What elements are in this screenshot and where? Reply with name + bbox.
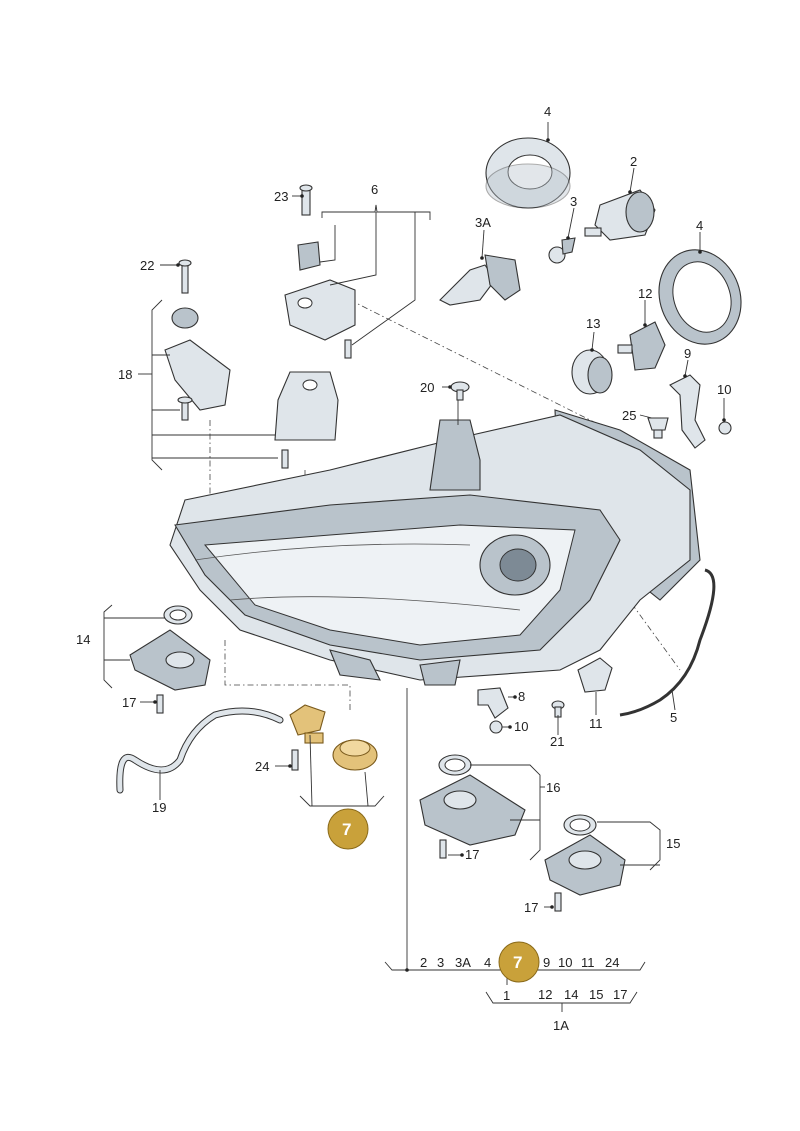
ring-4-top	[485, 137, 571, 209]
bulb-socket-2	[584, 189, 656, 241]
label-14: 14	[76, 632, 90, 647]
screw-20	[450, 381, 470, 401]
hose-elbow-9	[669, 374, 706, 449]
badge-7-left: 7	[327, 808, 369, 850]
small-bulb-3	[548, 237, 576, 264]
label-15: 15	[666, 836, 680, 851]
igniter-12	[617, 321, 666, 371]
clip-11	[577, 657, 613, 693]
badge-7-left-text: 7	[342, 820, 351, 839]
label-6: 6	[371, 182, 378, 197]
ref-row1-item: 24	[605, 955, 619, 970]
label-9: 9	[684, 346, 691, 361]
hose-19	[116, 707, 284, 794]
ballast-15	[544, 814, 626, 912]
bracket-6	[284, 184, 356, 359]
bulb-holder-13	[571, 349, 613, 395]
headlight-housing	[169, 409, 701, 686]
ref-row1-item: 4	[484, 955, 491, 970]
ring-4-right	[658, 249, 742, 345]
label-12: 12	[638, 286, 652, 301]
label-18: 18	[118, 367, 132, 382]
ballast-16	[419, 754, 526, 859]
label-3: 3	[570, 194, 577, 209]
ref-row1-item: 10	[558, 955, 572, 970]
ref-row1-item: 11	[581, 955, 595, 970]
label-1a: 1A	[553, 1018, 569, 1033]
badge-7-bottom-text: 7	[513, 953, 522, 972]
ref-row1-item: 3	[437, 955, 444, 970]
badge-7-bottom: 7	[498, 941, 540, 983]
label-11: 11	[589, 716, 603, 731]
ref-row2-item: 12	[538, 987, 552, 1002]
ref-row2-item: 15	[589, 987, 603, 1002]
label-4-top: 4	[544, 104, 551, 119]
screw-21	[551, 700, 565, 718]
label-16: 16	[546, 780, 560, 795]
label-17-left: 17	[122, 695, 136, 710]
elbow-8	[477, 687, 509, 719]
ref-row1-item: 9	[543, 955, 550, 970]
bulb-3a	[439, 254, 521, 306]
leader-lines	[103, 122, 725, 1012]
label-10-top: 10	[717, 382, 731, 397]
label-5: 5	[670, 710, 677, 725]
label-8: 8	[518, 689, 525, 704]
label-23: 23	[274, 189, 288, 204]
label-10-bottom: 10	[514, 719, 528, 734]
label-22: 22	[140, 258, 154, 273]
reference-row-2: 12 14 15 17	[538, 987, 627, 1002]
label-2: 2	[630, 154, 637, 169]
label-17-mid: 17	[465, 847, 479, 862]
ref-row2-item: 17	[613, 987, 627, 1002]
cable-5	[619, 568, 716, 717]
label-21: 21	[550, 734, 564, 749]
cap-10-top	[718, 421, 732, 435]
cap-10-bottom	[489, 720, 503, 734]
bracket-18	[164, 259, 231, 421]
plug-25	[647, 417, 669, 439]
label-13: 13	[586, 316, 600, 331]
ref-row2-item: 14	[564, 987, 578, 1002]
part-7-highlight	[289, 704, 378, 771]
label-4-right: 4	[696, 218, 703, 233]
label-20: 20	[420, 380, 434, 395]
label-3a: 3A	[475, 215, 491, 230]
ref-row1-item: 2	[420, 955, 427, 970]
label-24: 24	[255, 759, 269, 774]
part-labels: 4 2 3 3A 4 12 13 9 10 25 20 6 23 22 18 1…	[76, 104, 731, 1033]
label-19: 19	[152, 800, 166, 815]
reference-row-1: 2 3 3A 4 9 10 11 24	[420, 955, 619, 970]
ballast-14	[129, 605, 211, 714]
label-17-right: 17	[524, 900, 538, 915]
ref-row1-item: 3A	[455, 955, 471, 970]
middle-bracket	[274, 371, 339, 469]
arrow-dots	[153, 138, 726, 972]
label-25: 25	[622, 408, 636, 423]
label-1: 1	[503, 988, 510, 1003]
